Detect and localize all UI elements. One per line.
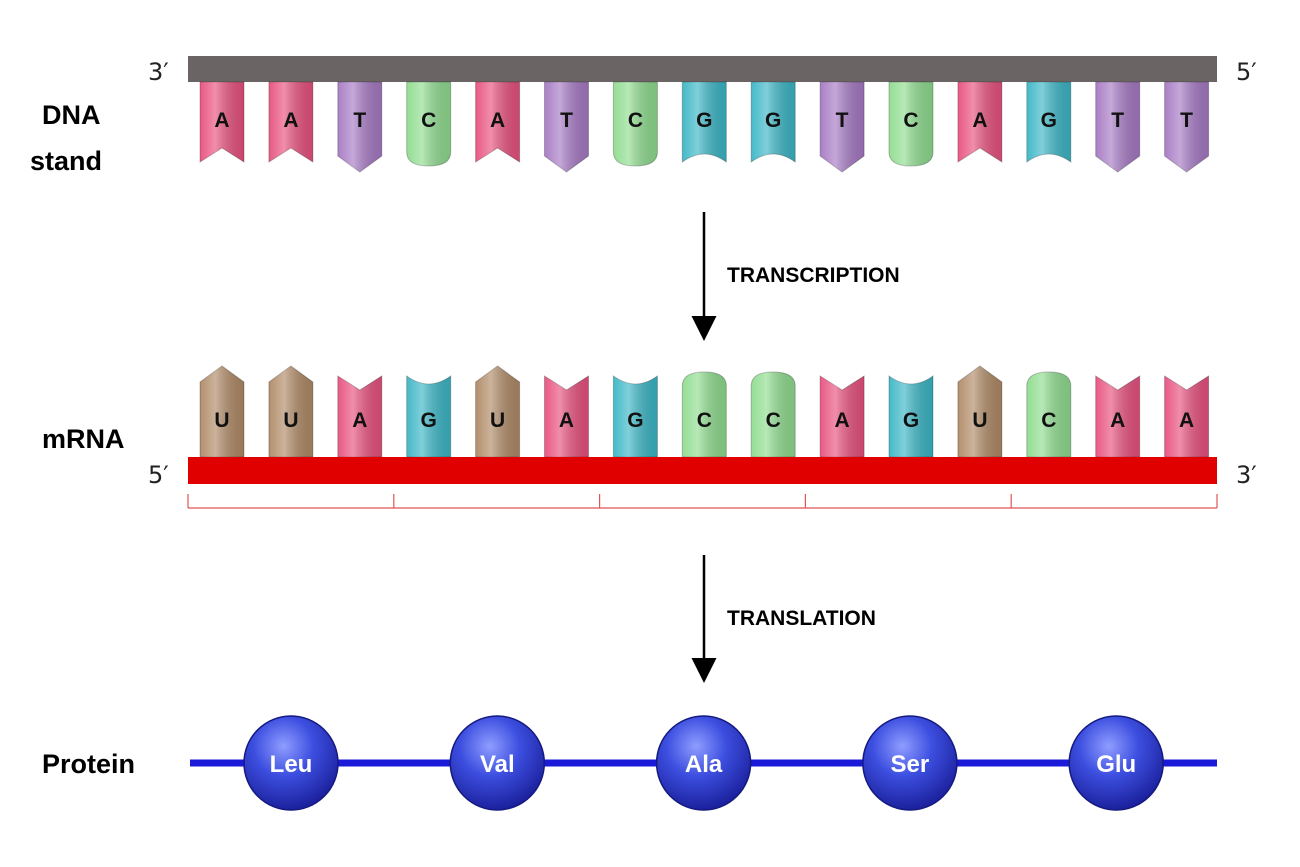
dna-bases: AATCATCGGTCAGTT <box>200 82 1209 172</box>
mrna-base-tile: A <box>545 376 589 457</box>
dna-base-letter: A <box>283 109 298 132</box>
amino-acid-node: Ser <box>863 716 957 810</box>
dna-base-tile: A <box>269 82 313 162</box>
mrna-end-left: 5′ <box>148 461 169 489</box>
dna-base-letter: T <box>1111 109 1124 132</box>
mrna-base-tile: C <box>751 372 795 457</box>
dna-base-tile: T <box>545 82 589 172</box>
mrna-base-tile: C <box>682 372 726 457</box>
mrna-backbone <box>188 457 1217 484</box>
amino-acid-label: Val <box>480 751 515 778</box>
dna-base-tile: T <box>820 82 864 172</box>
dna-base-tile: A <box>200 82 244 162</box>
mrna-base-letter: G <box>627 409 643 432</box>
mrna-base-tile: U <box>476 366 520 457</box>
mrna-base-tile: C <box>1027 372 1071 457</box>
codon-brackets <box>188 494 1217 508</box>
dna-label-line1: DNA <box>42 100 101 130</box>
dna-backbone <box>188 56 1217 82</box>
mrna-base-letter: U <box>972 409 987 432</box>
amino-acid-label: Leu <box>270 751 313 778</box>
dna-base-tile: A <box>958 82 1002 162</box>
dna-label-line2: stand <box>30 146 102 176</box>
amino-acid-label: Glu <box>1096 751 1136 778</box>
dna-base-tile: T <box>338 82 382 172</box>
mrna-base-letter: C <box>1041 409 1056 432</box>
mrna-base-tile: A <box>1165 376 1209 457</box>
mrna-base-tile: U <box>958 366 1002 457</box>
dna-base-tile: T <box>1165 82 1209 172</box>
mrna-base-tile: U <box>269 366 313 457</box>
mrna-base-tile: G <box>407 376 451 457</box>
mrna-end-right: 3′ <box>1236 461 1257 489</box>
dna-base-tile: C <box>613 82 657 166</box>
dna-base-tile: C <box>889 82 933 166</box>
mrna-base-letter: A <box>352 409 367 432</box>
mrna-base-tile: G <box>613 376 657 457</box>
mrna-base-tile: A <box>820 376 864 457</box>
mrna-strand: mRNA 5′ 3′ U U A G U A G C C A G U C A A <box>42 366 1257 508</box>
amino-acid-label: Ser <box>891 751 930 778</box>
translation-label: TRANSLATION <box>727 607 876 630</box>
mrna-base-tile: A <box>338 376 382 457</box>
amino-acid-node: Val <box>450 716 544 810</box>
dna-end-left: 3′ <box>148 58 169 86</box>
dna-base-letter: G <box>1041 109 1057 132</box>
transcription-step: TRANSCRIPTION <box>704 212 900 336</box>
mrna-base-letter: U <box>490 409 505 432</box>
mrna-base-tile: A <box>1096 376 1140 457</box>
dna-base-tile: C <box>407 82 451 166</box>
dna-base-letter: A <box>214 109 229 132</box>
dna-base-tile: G <box>751 82 795 162</box>
mrna-base-letter: U <box>214 409 229 432</box>
mrna-base-letter: A <box>835 409 850 432</box>
dna-base-letter: G <box>765 109 781 132</box>
dna-base-letter: C <box>903 109 918 132</box>
transcription-label: TRANSCRIPTION <box>727 264 900 287</box>
mrna-base-letter: U <box>283 409 298 432</box>
dna-base-tile: G <box>682 82 726 162</box>
dna-base-letter: G <box>696 109 712 132</box>
translation-step: TRANSLATION <box>704 555 876 678</box>
amino-acid-node: Ala <box>657 716 751 810</box>
mrna-bases: UUAGUAGCCAGUCAA <box>200 366 1209 457</box>
dna-base-letter: A <box>490 109 505 132</box>
protein-label: Protein <box>42 749 135 779</box>
dna-base-letter: A <box>972 109 987 132</box>
dna-base-tile: A <box>476 82 520 162</box>
mrna-base-letter: A <box>559 409 574 432</box>
dna-base-letter: C <box>421 109 436 132</box>
dna-base-letter: C <box>628 109 643 132</box>
protein-chain: Protein Leu Val Ala Ser Glu <box>42 716 1217 810</box>
mrna-base-tile: U <box>200 366 244 457</box>
amino-acid-node: Glu <box>1069 716 1163 810</box>
dna-base-letter: T <box>836 109 849 132</box>
mrna-base-letter: A <box>1179 409 1194 432</box>
mrna-base-letter: A <box>1110 409 1125 432</box>
amino-acid-label: Ala <box>685 751 723 778</box>
mrna-base-letter: C <box>697 409 712 432</box>
dna-base-tile: T <box>1096 82 1140 172</box>
dna-base-letter: T <box>1180 109 1193 132</box>
mrna-base-letter: G <box>421 409 437 432</box>
dna-strand: DNA stand 3′ 5′ A A T C A T C G G T C A G T T <box>30 56 1257 176</box>
dna-end-right: 5′ <box>1236 58 1257 86</box>
mrna-base-letter: G <box>903 409 919 432</box>
mrna-label: mRNA <box>42 424 125 454</box>
dna-base-letter: T <box>353 109 366 132</box>
dna-base-tile: G <box>1027 82 1071 162</box>
dna-base-letter: T <box>560 109 573 132</box>
mrna-base-letter: C <box>766 409 781 432</box>
amino-acid-node: Leu <box>244 716 338 810</box>
mrna-base-tile: G <box>889 376 933 457</box>
